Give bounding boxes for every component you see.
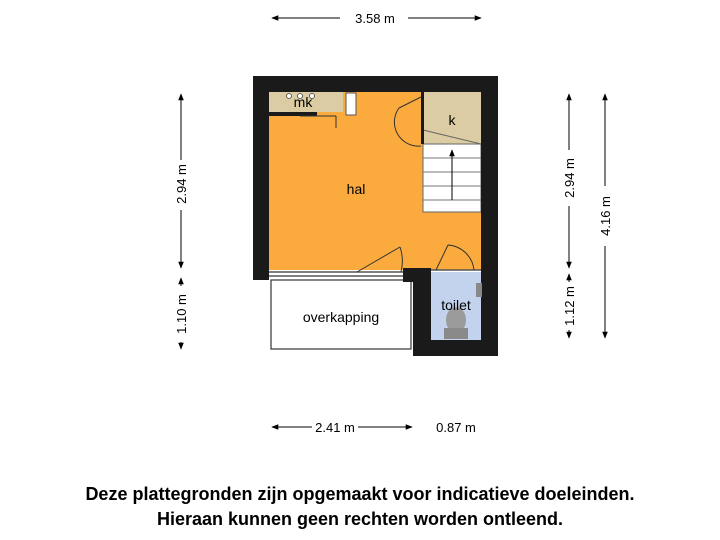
- doors: [300, 96, 475, 273]
- meter-symbols: [286, 93, 315, 99]
- dim-bottom-left: 2.41 m: [315, 420, 355, 435]
- dim-bottom-right: 0.87 m: [436, 420, 476, 435]
- dim-top-width: 3.58 m: [355, 11, 395, 26]
- room-label-toilet: toilet: [441, 297, 471, 313]
- dimension-lines: [178, 15, 608, 430]
- cabinet: [345, 92, 357, 116]
- staircase: [422, 129, 482, 213]
- dim-right-upper: 2.94 m: [562, 158, 577, 198]
- disclaimer-line-2: Hieraan kunnen geen rechten worden ontle…: [156, 509, 564, 529]
- room-label-overkapping: overkapping: [303, 309, 379, 325]
- overkapping-area: [270, 279, 412, 350]
- disclaimer-line-1: Deze plattegronden zijn opgemaakt voor i…: [85, 484, 635, 504]
- dim-right-total: 4.16 m: [598, 196, 613, 236]
- walls: [253, 76, 498, 356]
- toilet-fixtures: [444, 283, 482, 339]
- room-label-meterkast: mk: [294, 94, 314, 110]
- dim-left-lower: 1.10 m: [174, 294, 189, 334]
- dim-left-upper: 2.94 m: [174, 164, 189, 204]
- kast-room: [423, 92, 481, 144]
- room-label-kast: k: [449, 112, 457, 128]
- room-label-hal: hal: [347, 181, 366, 197]
- dim-right-lower: 1.12 m: [562, 286, 577, 326]
- interior-lines: [269, 269, 481, 277]
